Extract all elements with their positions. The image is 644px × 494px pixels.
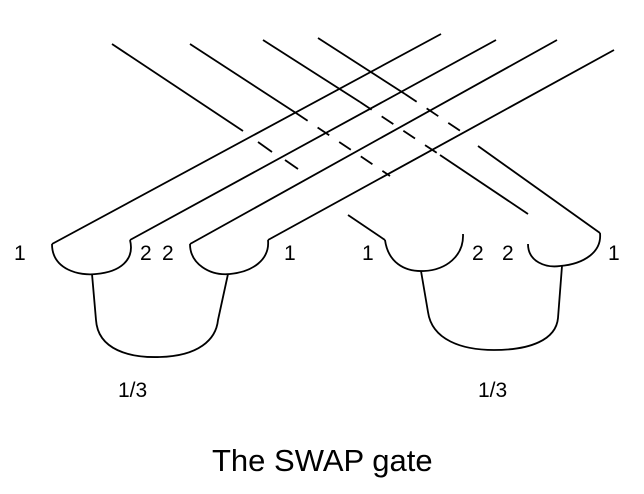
left-lower-bowl: [91, 273, 229, 358]
right-cups: [384, 232, 601, 351]
label-right-inner-left: 2: [472, 242, 484, 265]
diagram-caption: The SWAP gate: [212, 443, 433, 478]
label-right-outer-left: 1: [362, 242, 374, 265]
strand-b-dashed: [295, 112, 391, 177]
strand-d-upper: [317, 37, 406, 95]
right-to-left-strands: [51, 33, 615, 245]
strand-a-upper: [111, 43, 244, 132]
strand-c-dashed: [359, 101, 441, 156]
strand-a-gap-dash-2: [284, 159, 299, 170]
label-left-outer-right: 1: [284, 242, 296, 265]
label-right-weight: 1/3: [478, 379, 507, 402]
strand-a-gap-dash: [257, 141, 273, 153]
right-cup-outer: [384, 233, 464, 272]
strand-c-upper: [262, 39, 361, 103]
label-left-weight: 1/3: [118, 379, 147, 402]
strand-c-lower: [439, 154, 529, 215]
strand-d-dashed: [404, 93, 469, 137]
label-right-inner-right: 2: [502, 242, 514, 265]
strand-b-upper: [189, 43, 297, 114]
right-lower-bowl: [420, 265, 563, 351]
label-right-outer-right: 1: [608, 242, 620, 265]
left-to-right-strands: [111, 37, 601, 241]
label-left-inner-right: 2: [162, 242, 174, 265]
strand-d-lower: [477, 145, 601, 234]
label-left-outer-left: 1: [14, 242, 26, 265]
right-cup-inner: [527, 232, 601, 268]
left-cup-inner: [189, 239, 269, 276]
label-left-inner-left: 2: [140, 242, 152, 265]
strand-h: [267, 49, 615, 241]
strand-b-lower: [347, 214, 386, 241]
left-cup-outer: [51, 239, 132, 276]
strand-e: [51, 33, 442, 245]
strand-f: [129, 39, 497, 241]
left-cups: [51, 239, 269, 358]
strand-labels: 1 2 2 1 1 2 2 1 1/3 1/3: [14, 242, 620, 402]
strand-g: [189, 39, 558, 245]
